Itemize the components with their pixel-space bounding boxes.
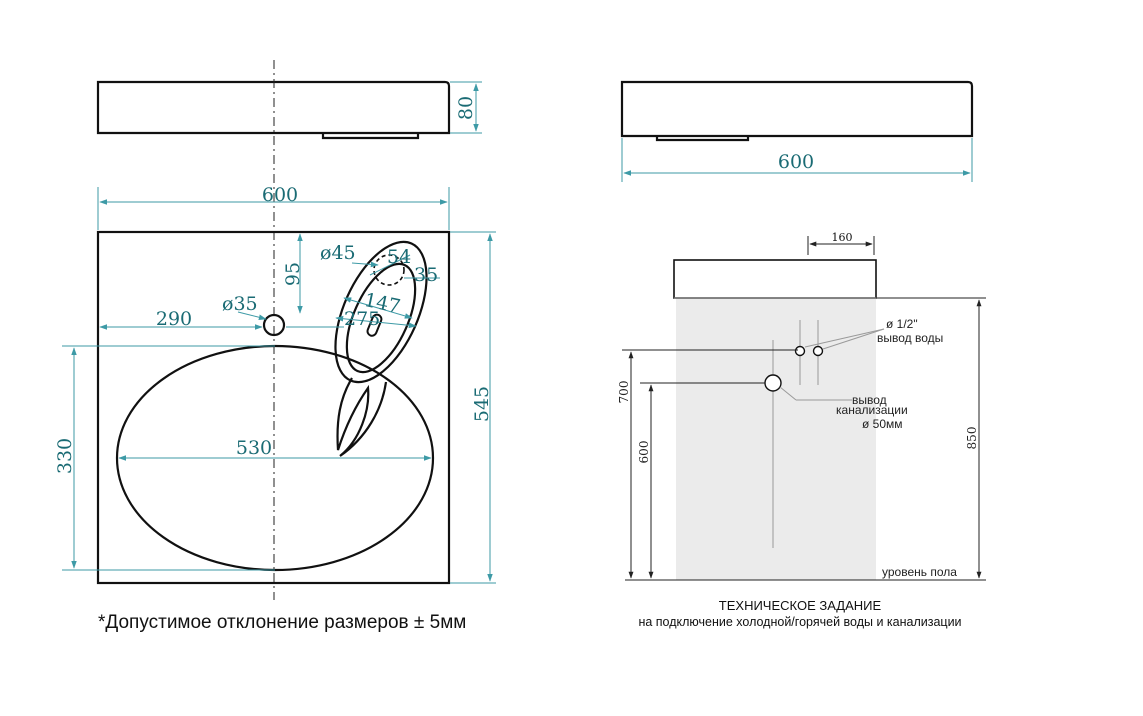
drain-leader-a bbox=[779, 386, 797, 401]
technical-spec-subtitle: на подключение холодной/горячей воды и к… bbox=[638, 615, 962, 629]
drain-label-2: канализации bbox=[836, 403, 908, 417]
tap-hole bbox=[373, 254, 405, 286]
overflow-diameter-label: ø35 bbox=[222, 293, 258, 315]
side-elevation: 600 bbox=[620, 80, 974, 182]
depth-dimension-label: 545 bbox=[471, 386, 493, 422]
dim-147-line bbox=[343, 297, 413, 319]
tap-hole-diameter-label: ø45 bbox=[320, 242, 356, 264]
tap-hole-diameter-leader bbox=[351, 261, 379, 268]
height-dimension-label: 80 bbox=[455, 96, 477, 120]
tolerance-note: *Допустимое отклонение размеров ± 5мм bbox=[98, 612, 467, 633]
drain-label-1: вывод bbox=[852, 393, 887, 407]
installation-zone bbox=[676, 298, 876, 580]
technical-spec-drawing: 160 ø 1/2" вывод воды вывод канализации … bbox=[617, 231, 986, 581]
dim-35-label: 35 bbox=[414, 264, 438, 286]
bowl-depth-label: 330 bbox=[54, 438, 76, 474]
drain-label-3: ø 50мм bbox=[862, 417, 903, 431]
side-elevation-outline bbox=[620, 80, 974, 138]
front-elevation-outline bbox=[96, 80, 451, 135]
water-outlet-label-2: вывод воды bbox=[877, 331, 943, 345]
hot-water-outlet bbox=[812, 345, 824, 357]
front-elevation: 80 bbox=[96, 60, 482, 600]
overflow-diameter-leader bbox=[237, 311, 267, 320]
dim-54-label: 54 bbox=[387, 246, 411, 268]
width-dimension-label: 600 bbox=[262, 184, 298, 206]
water-outlet-label-1: ø 1/2" bbox=[886, 317, 918, 331]
offset-160-label: 160 bbox=[832, 231, 853, 244]
dim-54-line bbox=[369, 254, 411, 276]
basin-outline bbox=[96, 230, 451, 585]
side-width-dimension-label: 600 bbox=[778, 151, 814, 173]
height-850-label: 850 bbox=[965, 427, 979, 450]
overflow-hole bbox=[262, 313, 286, 337]
bowl-width-label: 530 bbox=[236, 437, 272, 459]
height-600-label: 600 bbox=[637, 441, 651, 464]
dim-275-label: 275 bbox=[344, 308, 380, 330]
floor-label: уровень пола bbox=[882, 565, 957, 579]
basin-side-profile bbox=[673, 259, 877, 299]
water-outlet-leader bbox=[822, 328, 885, 350]
water-outlet-leader-2 bbox=[804, 328, 885, 348]
drain-outlet bbox=[764, 374, 782, 392]
overflow-offset-label: 290 bbox=[156, 308, 192, 330]
plan-view: 600 545 290 ø35 95 ø45 54 35 147 275 bbox=[54, 184, 496, 585]
side-elevation-foot bbox=[655, 136, 750, 142]
tap-spout bbox=[336, 377, 388, 457]
height-700-label: 700 bbox=[617, 381, 631, 404]
dim-275-line bbox=[335, 315, 417, 329]
tap-offset-vertical-label: 95 bbox=[282, 262, 304, 286]
cold-water-outlet bbox=[794, 345, 806, 357]
technical-spec-title: ТЕХНИЧЕСКОЕ ЗАДАНИЕ bbox=[718, 598, 882, 613]
front-elevation-foot bbox=[321, 133, 420, 140]
